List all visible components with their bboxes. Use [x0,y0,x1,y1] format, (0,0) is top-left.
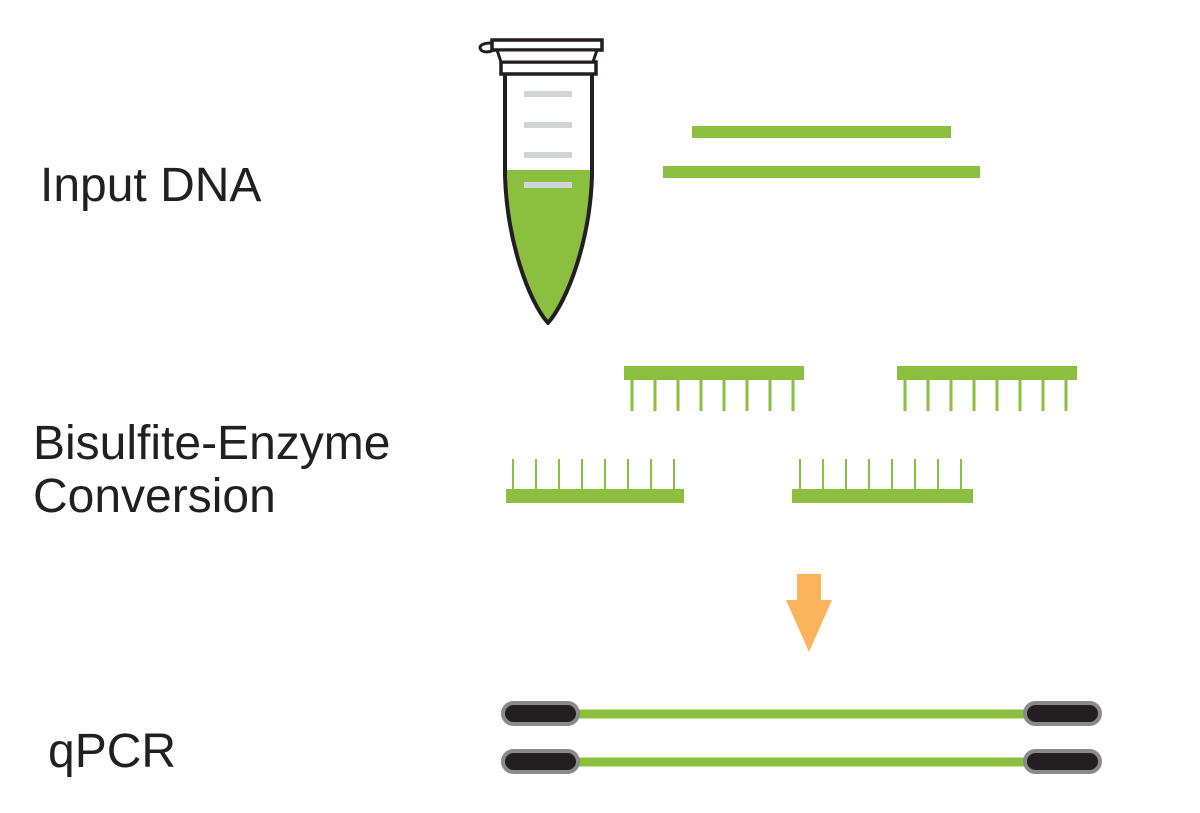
fragment-backbone [506,489,684,503]
fragment-backbone [897,366,1077,380]
primer-left [503,703,578,724]
dna-strand [692,126,951,138]
primer-right [1025,703,1100,724]
down-arrow-icon [786,574,832,652]
dna-fragment [897,366,1077,411]
fragment-backbone [624,366,804,380]
microcentrifuge-tube-icon [480,40,602,323]
amplicon [503,703,1100,724]
dna-fragment [506,459,684,503]
input-dna-strands [663,126,980,178]
dna-fragment [792,459,973,503]
dna-fragment [624,366,804,411]
primer-right [1025,751,1100,772]
qpcr-amplicons [503,703,1100,772]
fragment-backbone [792,489,973,503]
amplicon [503,751,1100,772]
converted-dna-fragments [506,366,1077,503]
primer-left [503,751,578,772]
dna-strand [663,166,980,178]
